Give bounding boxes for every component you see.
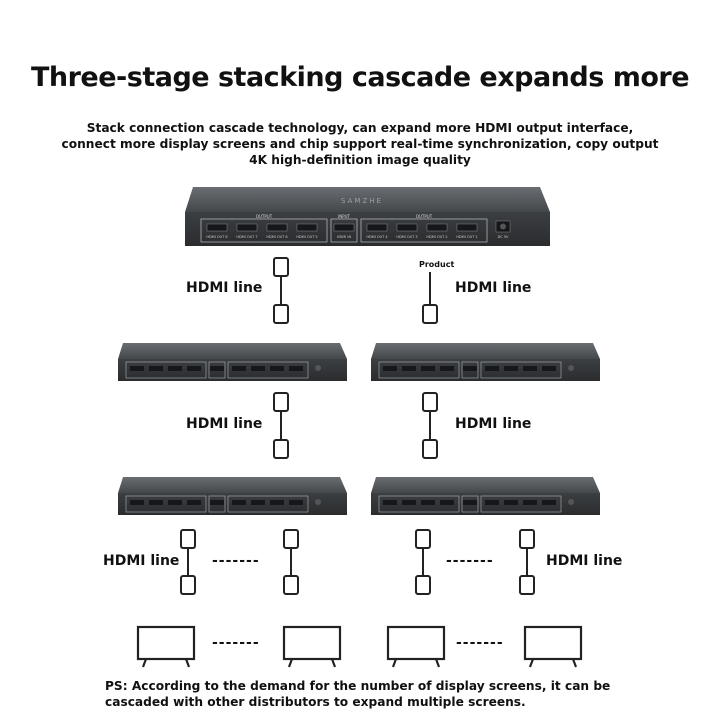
monitor-icon	[136, 625, 196, 668]
page-title: Three-stage stacking cascade expands mor…	[30, 62, 690, 93]
monitor-icon	[523, 625, 583, 668]
dash-separator: -------	[446, 553, 494, 569]
hdmi-line-label: HDMI line	[103, 553, 180, 569]
hdmi-cable-icon	[273, 257, 289, 324]
port-label: HDMI OUT 7	[236, 235, 257, 239]
port-label: HDMI OUT 6	[266, 235, 287, 239]
hdmi-cable-icon	[422, 272, 438, 324]
product-label: Product	[419, 260, 455, 269]
monitor-icon	[282, 625, 342, 668]
main-splitter-device: SAMZHE OUTPUT INPUT OUTPUT HDMI OUT 8 HD…	[185, 187, 550, 246]
hdmi-line-label: HDMI line	[455, 416, 532, 432]
hdmi-line-label: HDMI line	[546, 553, 623, 569]
hdmi-cable-icon	[519, 529, 535, 595]
hdmi-cable-icon	[180, 529, 196, 595]
hdmi-cable-icon	[422, 392, 438, 459]
splitter-device-tier3-right	[371, 477, 600, 515]
hdmi-cables	[180, 257, 535, 595]
dash-separator: -------	[456, 635, 504, 651]
secondary-devices	[118, 343, 600, 515]
main-brand-text: SAMZHE	[341, 197, 383, 205]
hdmi-cable-icon	[273, 392, 289, 459]
port-label: HDMI OUT 1	[456, 235, 477, 239]
hdmi-line-label: HDMI line	[186, 416, 263, 432]
page-subtitle: Stack connection cascade technology, can…	[61, 121, 659, 167]
hdmi-cable-icon	[283, 529, 299, 595]
ps-note: PS: According to the demand for the numb…	[105, 679, 611, 709]
monitor-icon	[386, 625, 446, 668]
hdmi-cable-icon	[415, 529, 431, 595]
display-monitors	[136, 625, 583, 668]
power-label: DC 5V	[498, 235, 509, 239]
hdmi-line-label: HDMI line	[186, 280, 263, 296]
splitter-device-tier2-left	[118, 343, 347, 381]
dash-separator: -------	[212, 553, 260, 569]
port-label: HDMI OUT 5	[296, 235, 317, 239]
splitter-device-tier3-left	[118, 477, 347, 515]
splitter-device-tier2-right	[371, 343, 600, 381]
port-label: HDMI OUT 4	[366, 235, 388, 239]
port-label: HDMI OUT 3	[396, 235, 417, 239]
port-label: HDMI IN	[337, 235, 352, 239]
output-header-left: OUTPUT	[256, 214, 273, 219]
port-label: HDMI OUT 2	[426, 235, 447, 239]
input-header: INPUT	[338, 214, 351, 219]
main-ports	[206, 223, 478, 232]
output-header-right: OUTPUT	[416, 214, 433, 219]
port-label: HDMI OUT 8	[206, 235, 227, 239]
dash-separator: -------	[212, 635, 260, 651]
hdmi-line-label: HDMI line	[455, 280, 532, 296]
